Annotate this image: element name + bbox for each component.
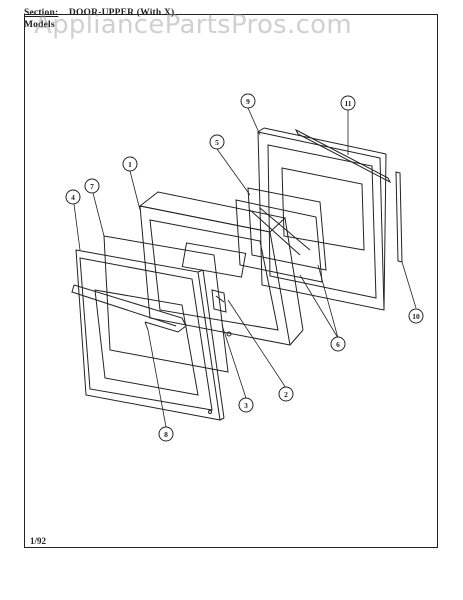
model-header: Models [24, 20, 55, 30]
outer-door-panel [75, 249, 225, 421]
callout-8-label: 8 [164, 430, 168, 439]
callout-11: 11 [340, 95, 356, 111]
door-insulation [103, 235, 229, 373]
callout-3-label: 3 [244, 401, 248, 410]
model-label: Models [24, 20, 55, 30]
inner-door-frame [138, 191, 304, 346]
callout-11-label: 11 [344, 99, 351, 108]
door-handle [71, 284, 187, 333]
top-trim-strip [294, 128, 392, 184]
callout-7-label: 7 [90, 182, 94, 191]
callout-7: 7 [84, 178, 100, 194]
callout-1: 1 [122, 156, 138, 172]
callout-4: 4 [65, 189, 81, 205]
callout-8: 8 [158, 426, 174, 442]
hinge-bracket [211, 289, 227, 313]
section-label: Section: [24, 8, 59, 18]
section-header: Section: DOOR-UPPER (With X) [24, 8, 174, 18]
section-value: DOOR-UPPER (With X) [68, 8, 175, 18]
inner-door-liner [257, 127, 387, 311]
callout-1-label: 1 [128, 160, 132, 169]
callout-6-label: 6 [336, 340, 340, 349]
side-trim-strip [395, 171, 403, 263]
callout-5-label: 5 [215, 138, 219, 147]
hinge-screw [208, 331, 232, 414]
callout-9-label: 9 [246, 97, 250, 106]
callout-9: 9 [240, 93, 256, 109]
callout-5: 5 [209, 134, 225, 150]
diagram-frame [24, 14, 438, 548]
callout-2: 2 [278, 386, 294, 402]
callout-10: 10 [408, 308, 424, 324]
callout-2-label: 2 [284, 390, 288, 399]
callout-3: 3 [238, 397, 254, 413]
callout-6: 6 [330, 336, 346, 352]
watermark-text: AppliancePartsPros.com [34, 10, 353, 40]
callout-10-label: 10 [412, 312, 420, 321]
callout-4-label: 4 [71, 193, 75, 202]
door-glass-pane [235, 187, 327, 283]
footer-date: 1/92 [30, 536, 47, 546]
callout-leaders [73, 107, 417, 428]
